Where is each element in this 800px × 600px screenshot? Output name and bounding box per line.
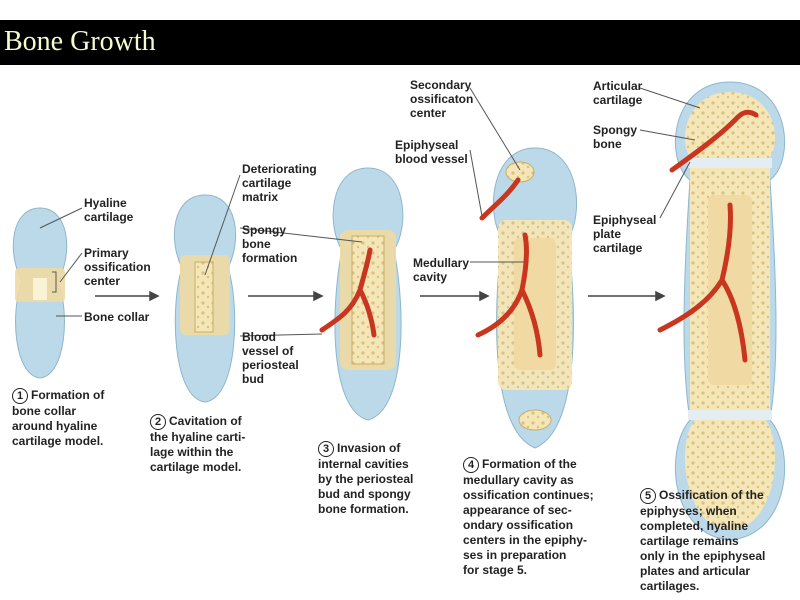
stage-3-number: 3 xyxy=(318,441,334,457)
stage-5-epiphyseal-plate-bottom xyxy=(688,410,772,420)
stage-1-caption-text: Formation of bone collar around hyaline … xyxy=(12,388,105,448)
stage-5-caption-text: Ossification of the epiphyses; when comp… xyxy=(640,488,766,593)
label-epiphyseal-plate-cartilage: Epiphyseal plate cartilage xyxy=(593,213,657,255)
stage-4-bone-model xyxy=(475,147,578,449)
title-bar: Bone Growth xyxy=(0,20,800,65)
stage-4-blood-vessel xyxy=(475,177,543,358)
stage-5-epiphyseal-plate-top xyxy=(688,158,772,168)
stage-1-bone-model xyxy=(12,207,68,379)
stage-3-caption-text: Invasion of internal cavities by the per… xyxy=(318,441,414,516)
label-medullary-cavity: Medullary cavity xyxy=(413,256,470,284)
stage-2-number: 2 xyxy=(150,414,166,430)
stage-4-medullary-cavity xyxy=(514,238,556,370)
stage-3-blood-vessel xyxy=(319,247,377,338)
stage-1-number: 1 xyxy=(12,388,28,404)
stage-5-bone-model xyxy=(657,81,786,541)
label-secondary-ossification-center: Secondary ossificaton center xyxy=(410,78,474,120)
stage-2-cavity xyxy=(194,261,214,333)
stage-arrows xyxy=(95,290,666,302)
label-epiphyseal-blood-vessel: Epiphyseal blood vessel xyxy=(395,138,468,166)
stage-4-secondary-ossification-center-top xyxy=(505,161,535,183)
label-articular-cartilage: Articular cartilage xyxy=(593,79,643,107)
stage-4-secondary-ossification-center-bottom xyxy=(518,409,552,431)
label-primary-ossification-center: Primary ossification center xyxy=(84,246,151,288)
leader-lines xyxy=(39,87,701,337)
label-bone-collar: Bone collar xyxy=(84,310,150,324)
stage-5-number: 5 xyxy=(640,488,656,504)
label-blood-vessel-periosteal-bud: Blood vessel of periosteal bud xyxy=(242,330,299,386)
stage-4-caption-text: Formation of the medullary cavity as oss… xyxy=(463,457,594,577)
label-deteriorating-cartilage-matrix: Deteriorating cartilage matrix xyxy=(242,162,317,204)
stage-3-bone-model xyxy=(319,167,404,421)
slide-title: Bone Growth xyxy=(4,26,156,57)
stage-5-blood-vessel xyxy=(657,109,759,363)
stage-2-bone-model xyxy=(173,194,237,403)
stage-1-primary-ossification-center xyxy=(33,278,47,300)
label-hyaline-cartilage: Hyaline cartilage xyxy=(84,196,134,224)
label-spongy-bone-formation: Spongy bone formation xyxy=(242,223,298,265)
stage-4-number: 4 xyxy=(463,457,479,473)
stage-5-spongy-epiphysis-bottom xyxy=(684,420,776,530)
label-spongy-bone: Spongy bone xyxy=(593,123,637,151)
stage-2-caption-text: Cavitation of the hyaline carti- lage wi… xyxy=(150,414,246,474)
